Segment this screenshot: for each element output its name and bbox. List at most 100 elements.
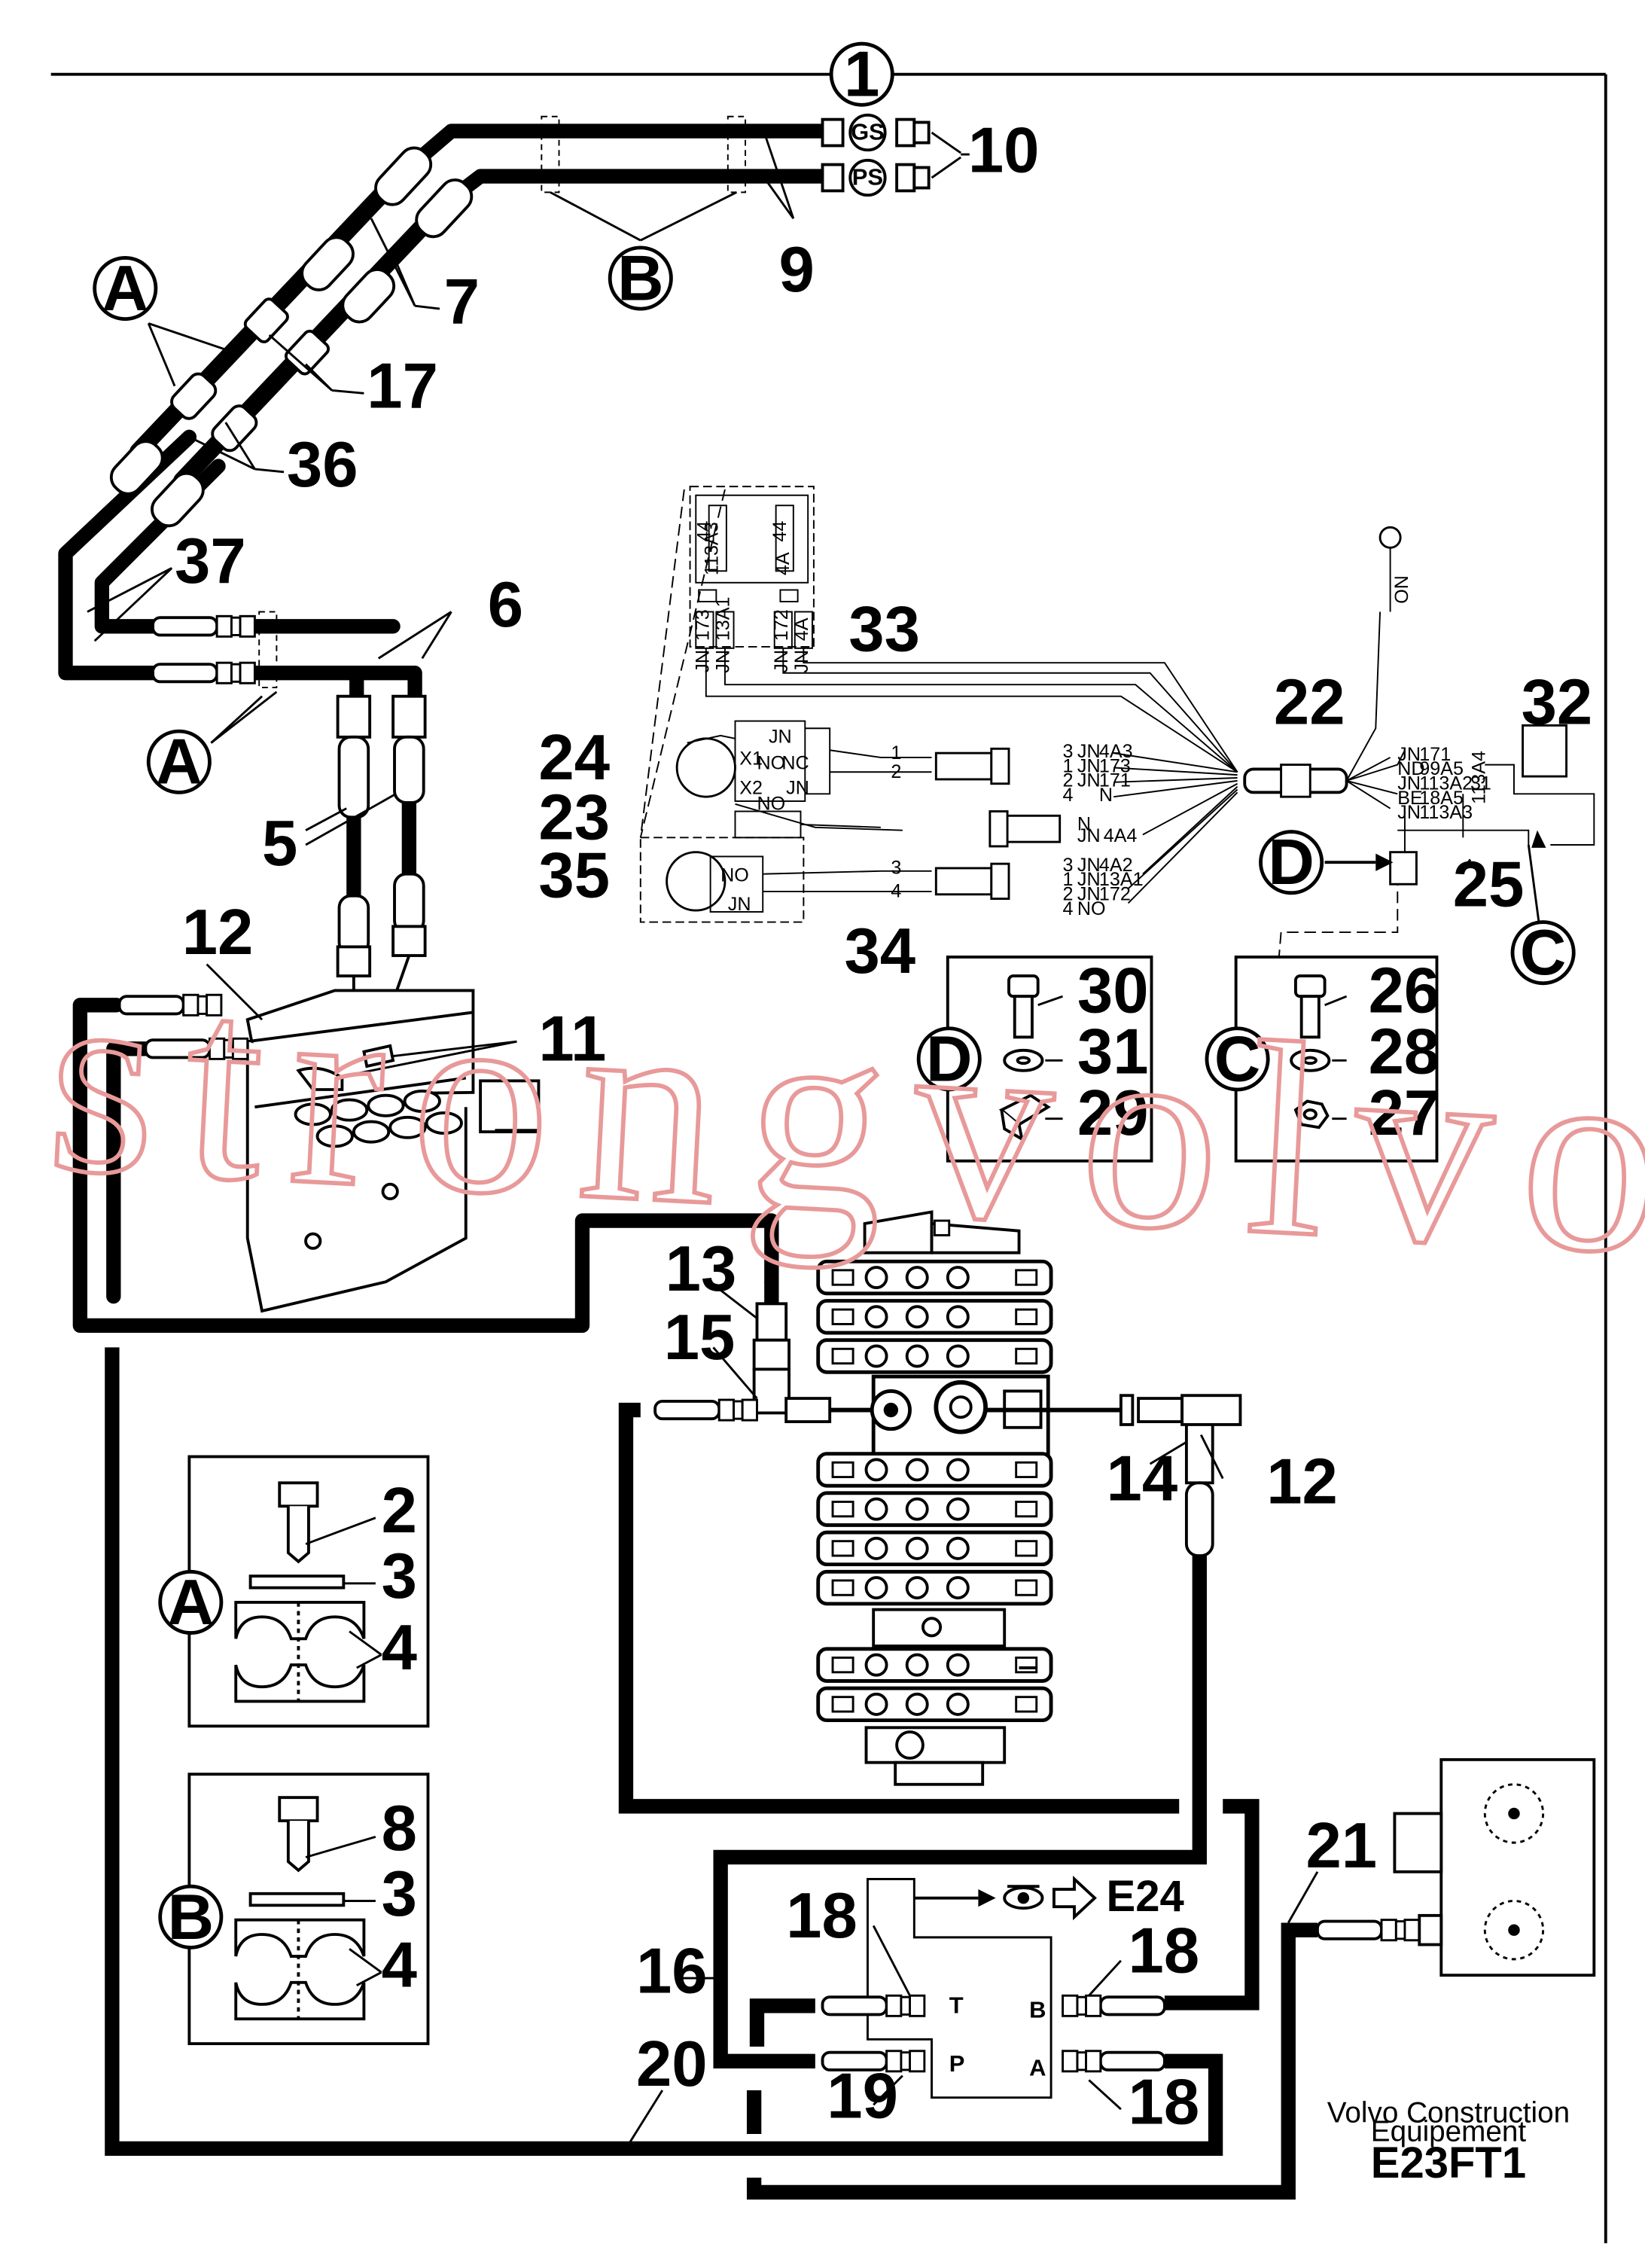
h-row1-jn: JN xyxy=(1397,744,1421,765)
bolt-icon xyxy=(1007,974,1040,1039)
callout-1-label: 1 xyxy=(844,39,879,111)
wire-label-jn-3: JN xyxy=(771,650,792,673)
callout-18-bottom: 18 xyxy=(1129,2066,1200,2138)
eye-icon xyxy=(1003,1885,1044,1910)
detail-panel-c: C xyxy=(1205,956,1439,1163)
switch-no: NO xyxy=(720,864,749,886)
callout-3-a: 3 xyxy=(382,1541,417,1612)
callout-17: 17 xyxy=(367,351,438,422)
callout-36: 36 xyxy=(287,429,358,501)
footer-line1: Volvo Construction xyxy=(1327,2097,1570,2129)
control-valve-stack xyxy=(818,1210,1051,1786)
w-row8-jn: JN xyxy=(1077,884,1101,905)
bolt-icon-c xyxy=(1293,974,1327,1039)
ref-circle-c: C xyxy=(1510,917,1576,989)
h-row3-code: 113A2 xyxy=(1419,773,1473,794)
remote-actuator xyxy=(1315,1757,1596,1977)
frame-border xyxy=(50,72,1607,2244)
w-row3-jn: JN xyxy=(1077,770,1101,791)
screw-icon-b xyxy=(278,1796,319,1873)
callout-34: 34 xyxy=(845,916,916,987)
reference-target: E24 xyxy=(1107,1872,1184,1921)
w-row1-code: 4A3 xyxy=(1099,741,1133,762)
ref-b-top-label: B xyxy=(617,242,663,314)
w-row9-no: NO xyxy=(1077,898,1106,919)
wire-label-44: 44 xyxy=(694,521,715,542)
callout-26: 26 xyxy=(1369,955,1440,1026)
wire-label-44b: 44 xyxy=(769,521,791,542)
relay-pin-jn: JN xyxy=(769,727,792,748)
callout-13: 13 xyxy=(666,1233,737,1305)
w-row1-pin: 3 xyxy=(1063,741,1074,762)
clamp-half-icon-b xyxy=(234,1918,366,2021)
callout-11: 11 xyxy=(538,1003,606,1075)
callout-15: 15 xyxy=(664,1302,736,1373)
pilot-valve-block xyxy=(245,989,541,1313)
ref-circle-d: D xyxy=(1259,827,1324,898)
wire-label-jn-1: JN xyxy=(693,650,714,673)
leader-lines-lower xyxy=(625,1871,1319,2150)
callout-2: 2 xyxy=(382,1475,417,1547)
wire-label-173: 173 xyxy=(693,609,714,641)
w-row7-jn: JN xyxy=(1077,869,1101,890)
callout-3-b: 3 xyxy=(382,1858,417,1930)
plate-icon-b xyxy=(248,1892,346,1907)
ref-d-label: D xyxy=(1268,827,1314,898)
callout-7: 7 xyxy=(444,266,480,337)
wire-label-113a3: 113A3 xyxy=(701,522,722,575)
w-row6-jn: JN xyxy=(1077,855,1101,876)
diagonal-hose-fittings xyxy=(109,146,474,528)
callout-20: 20 xyxy=(636,2029,708,2100)
callout-4-b: 4 xyxy=(382,1930,417,2001)
reference-valve-block: T P B A E24 xyxy=(821,1872,1184,2099)
port-t-label: T xyxy=(949,1992,964,2018)
w-row5-jn: JN xyxy=(1077,825,1101,846)
callout-32: 32 xyxy=(1522,666,1593,738)
callout-10: 10 xyxy=(968,114,1040,186)
w-row8-code: 172 xyxy=(1099,884,1131,905)
relay-no-2: NO xyxy=(757,794,785,815)
washer-icon-c xyxy=(1290,1048,1331,1072)
w-row4-pin: 4 xyxy=(1063,785,1074,806)
ref-c-label: C xyxy=(1520,917,1566,989)
w-row7-code: 13A1 xyxy=(1099,869,1144,890)
callout-23: 23 xyxy=(538,782,610,853)
h-row1-code: 171 xyxy=(1419,744,1451,765)
callout-16: 16 xyxy=(636,1935,708,2007)
callout-4-a: 4 xyxy=(382,1612,417,1684)
callout-18-left: 18 xyxy=(786,1880,858,1952)
callout-35: 35 xyxy=(538,840,610,912)
callout-19: 19 xyxy=(827,2061,898,2132)
plate-icon-a xyxy=(248,1574,346,1590)
callout-27: 27 xyxy=(1369,1078,1440,1149)
w-row6-code: 4A2 xyxy=(1099,855,1133,876)
ps-badge: PS xyxy=(848,158,887,197)
wire-label-13a1: 13A1 xyxy=(713,596,734,641)
callout-6: 6 xyxy=(488,569,523,641)
w-row1-jn: JN xyxy=(1077,741,1101,762)
footer-block: Volvo Construction Equipement E23FT1 xyxy=(1327,2097,1570,2188)
relay-nc: NC xyxy=(781,752,809,773)
screw-icon-a xyxy=(278,1481,319,1564)
pilot-return-hoses xyxy=(72,998,779,1334)
ref-a-mid-label: A xyxy=(156,727,202,798)
pin-3a: 3 xyxy=(891,858,901,879)
w-row3-code: 171 xyxy=(1099,770,1131,791)
callout-21: 21 xyxy=(1305,1810,1377,1882)
callout-31: 31 xyxy=(1077,1017,1149,1088)
callout-9: 9 xyxy=(778,234,814,306)
leader-lines-mid xyxy=(705,1278,1224,1480)
w-row8-pin: 2 xyxy=(1063,884,1074,905)
detail-panel-d: D xyxy=(916,956,1153,1163)
detail-panel-a: A xyxy=(158,1455,430,1728)
h-row3-jn: JN xyxy=(1397,773,1421,794)
leader-lines-upper xyxy=(87,132,795,744)
callout-28: 28 xyxy=(1369,1017,1440,1088)
ref-circle-a-top: A xyxy=(93,253,158,325)
port-a-label: A xyxy=(1029,2055,1046,2081)
left-hose-ends xyxy=(151,611,278,689)
footer-line2: Equipement xyxy=(1371,2116,1527,2148)
gs-badge-label: GS xyxy=(851,119,885,145)
valve-inlet-fittings xyxy=(653,1302,1242,1557)
